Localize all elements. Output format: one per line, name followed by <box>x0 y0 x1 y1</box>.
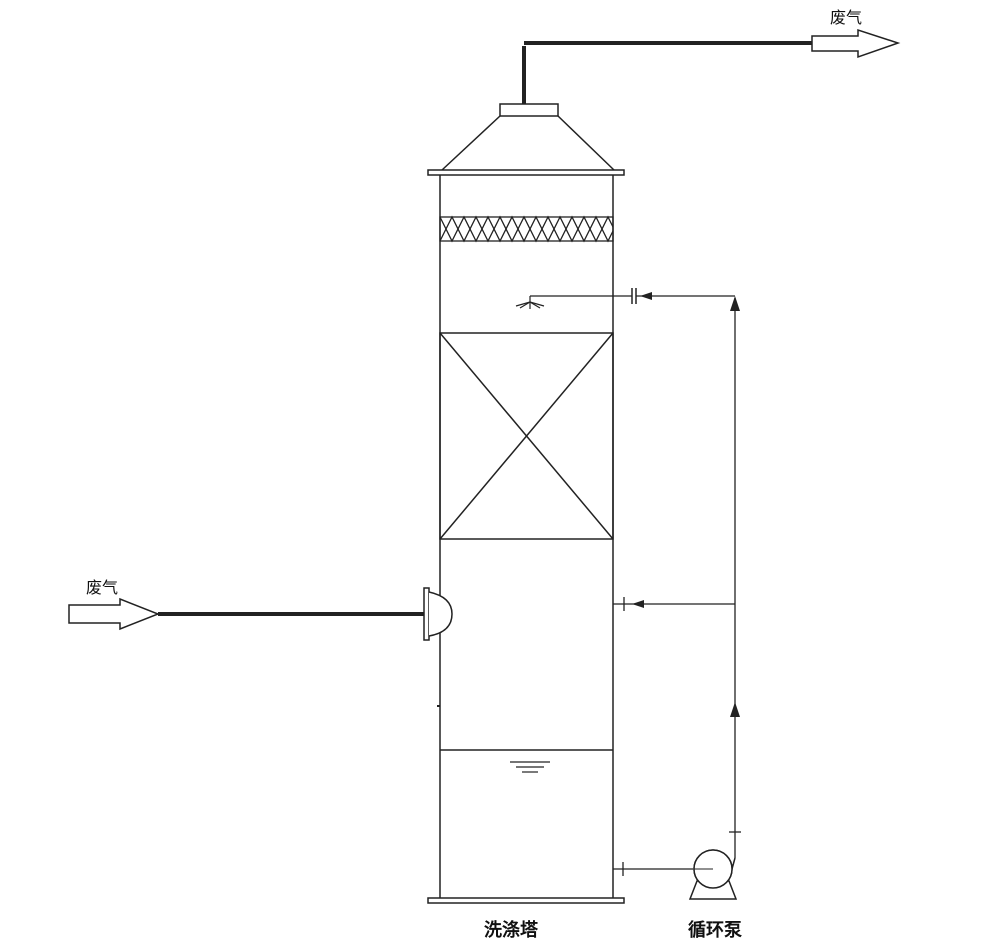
spray-nozzle <box>515 295 632 309</box>
label-scrubber-tower: 洗涤塔 <box>484 920 538 941</box>
packing-bed <box>439 332 614 540</box>
label-gas-outlet: 废气 <box>830 8 863 27</box>
liquid-sump <box>440 749 613 773</box>
label-gas-inlet: 废气 <box>86 578 119 597</box>
tower-hood <box>427 103 625 176</box>
demister-mesh <box>439 215 614 243</box>
flow-arrows <box>632 292 740 717</box>
outlet-arrow <box>811 28 901 59</box>
spray-flange <box>631 288 637 304</box>
recirculation-line <box>613 295 741 876</box>
inlet-duct <box>68 587 453 641</box>
circulation-pump <box>688 849 738 900</box>
inlet-arrow <box>68 597 161 631</box>
label-circulation-pump: 循环泵 <box>688 920 742 941</box>
outlet-duct <box>522 28 901 104</box>
